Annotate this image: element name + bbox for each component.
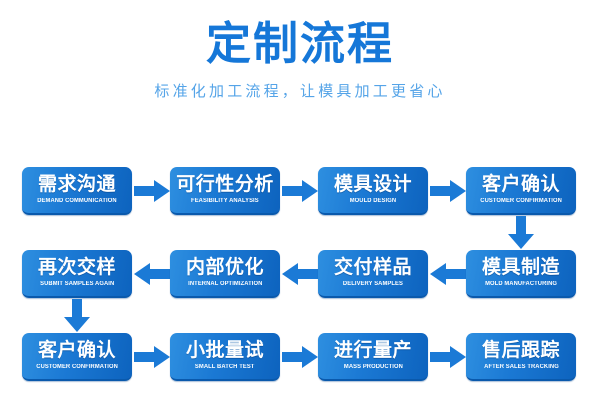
flow-step-label-cn: 需求沟通 — [37, 173, 116, 195]
arrow-right-icon — [134, 180, 170, 202]
flow-step-label-en: MOLD MANUFACTURING — [485, 281, 557, 287]
arrow-left-icon — [134, 263, 170, 285]
flow-step-label-en: MASS PRODUCTION — [343, 364, 403, 370]
flow-step-label-en: SUBMIT SAMPLES AGAIN — [39, 281, 115, 287]
flow-step-label-en: MOULD DESIGN — [349, 198, 397, 204]
flow-step-label-cn: 模具设计 — [333, 173, 412, 195]
flow-step-label-cn: 内部优化 — [185, 256, 264, 278]
flow-step-demand-communication[interactable]: 需求沟通 DEMAND COMMUNICATION — [22, 167, 132, 215]
flow-step-label-en: AFTER SALES TRACKING — [483, 364, 559, 370]
diagram-header: 定制流程 标准化加工流程，让模具加工更省心 — [0, 0, 600, 101]
flow-step-submit-samples-again[interactable]: 再次交样 SUBMIT SAMPLES AGAIN — [22, 250, 132, 298]
flow-step-customer-confirmation-2[interactable]: 客户确认 CUSTOMER CONFIRMATION — [22, 333, 132, 381]
arrow-right-icon — [430, 180, 466, 202]
arrow-down-icon — [508, 216, 534, 249]
flow-step-label-cn: 客户确认 — [481, 173, 560, 195]
arrow-right-icon — [134, 346, 170, 368]
flow-step-customer-confirmation-1[interactable]: 客户确认 CUSTOMER CONFIRMATION — [466, 167, 576, 215]
arrow-left-icon — [282, 263, 318, 285]
page-title: 定制流程 — [205, 17, 394, 70]
arrow-right-icon — [430, 346, 466, 368]
flow-step-label-en: DELIVERY SAMPLES — [342, 281, 404, 287]
flow-step-label-cn: 模具制造 — [481, 256, 560, 278]
flow-step-mould-design[interactable]: 模具设计 MOULD DESIGN — [318, 167, 428, 215]
flow-step-label-en: INTERNAL OPTIMIZATION — [187, 281, 263, 287]
flow-step-delivery-samples[interactable]: 交付样品 DELIVERY SAMPLES — [318, 250, 428, 298]
flow-step-internal-optimization[interactable]: 内部优化 INTERNAL OPTIMIZATION — [170, 250, 280, 298]
flow-step-label-cn: 可行性分析 — [176, 173, 274, 195]
flow-step-label-cn: 再次交样 — [37, 256, 116, 278]
flow-step-small-batch-test[interactable]: 小批量试 SMALL BATCH TEST — [170, 333, 280, 381]
flow-step-label-cn: 售后跟踪 — [481, 339, 560, 361]
flow-step-label-en: CUSTOMER CONFIRMATION — [480, 198, 562, 204]
flow-step-mass-production[interactable]: 进行量产 MASS PRODUCTION — [318, 333, 428, 381]
arrow-right-icon — [282, 346, 318, 368]
flow-step-label-cn: 客户确认 — [37, 339, 116, 361]
arrow-left-icon — [430, 263, 466, 285]
flow-step-label-en: SMALL BATCH TEST — [195, 364, 255, 370]
flow-step-label-en: FEASIBILITY ANALYSIS — [191, 198, 259, 204]
flow-step-mold-manufacturing[interactable]: 模具制造 MOLD MANUFACTURING — [466, 250, 576, 298]
flow-step-after-sales-tracking[interactable]: 售后跟踪 AFTER SALES TRACKING — [466, 333, 576, 381]
arrow-down-icon — [64, 299, 90, 332]
flow-step-label-cn: 交付样品 — [333, 256, 412, 278]
flow-step-label-cn: 小批量试 — [185, 339, 264, 361]
arrow-right-icon — [282, 180, 318, 202]
flow-step-feasibility-analysis[interactable]: 可行性分析 FEASIBILITY ANALYSIS — [170, 167, 280, 215]
flow-step-label-en: DEMAND COMMUNICATION — [37, 198, 117, 204]
flow-step-label-cn: 进行量产 — [333, 339, 412, 361]
flow-step-label-en: CUSTOMER CONFIRMATION — [36, 364, 118, 370]
page-subtitle: 标准化加工流程，让模具加工更省心 — [154, 82, 446, 100]
